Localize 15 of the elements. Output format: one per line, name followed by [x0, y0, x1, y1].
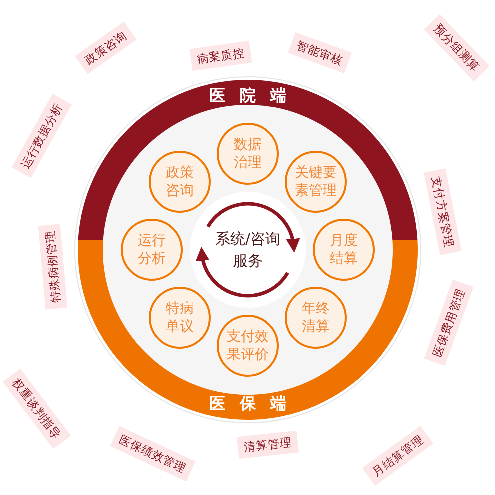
- item-tag: 支付方案管理: [424, 168, 462, 256]
- item-tag: 运行数据分析: [12, 94, 72, 178]
- item-tag: 智能审核: [288, 32, 352, 74]
- item-tag: 月结算管理: [362, 426, 434, 486]
- item-tag: 权重谈判指导: [3, 368, 72, 450]
- item-tag: 病案质控: [189, 40, 252, 71]
- center-label: 系统/咨询服务: [208, 228, 288, 272]
- item-tag: 医保绩效管理: [110, 426, 196, 482]
- item-tag: 特殊病例管理: [38, 224, 68, 310]
- item-tag: 政策咨询: [75, 21, 138, 74]
- item-tag: 预分组测算: [424, 14, 490, 82]
- band-label: 医院端: [210, 86, 301, 107]
- band-label: 医保端: [210, 394, 301, 415]
- item-tag: 清算管理: [238, 430, 300, 459]
- item-tag: 医保费用管理: [424, 280, 474, 366]
